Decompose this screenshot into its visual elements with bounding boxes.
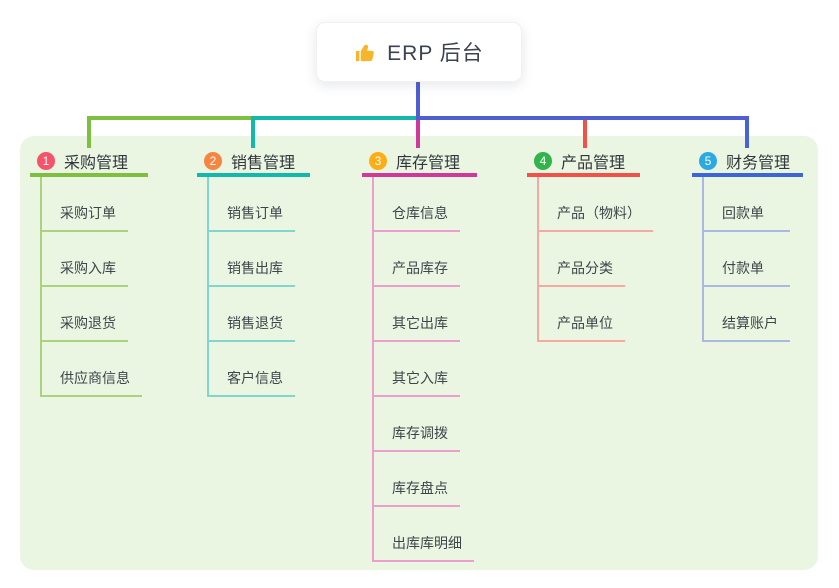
leaf-node[interactable]: 销售订单 bbox=[209, 177, 295, 232]
root-node[interactable]: ERP 后台 bbox=[316, 22, 522, 82]
leaf-node[interactable]: 产品（物料） bbox=[539, 177, 653, 232]
badge-2: 2 bbox=[204, 151, 222, 170]
branch-title-inventory[interactable]: 3 库存管理 bbox=[362, 148, 477, 177]
leaf-node[interactable]: 仓库信息 bbox=[374, 177, 460, 232]
leaf-node[interactable]: 回款单 bbox=[704, 177, 790, 232]
leaf-node[interactable]: 产品单位 bbox=[539, 287, 625, 342]
leaf-node[interactable]: 付款单 bbox=[704, 232, 790, 287]
branch-title-label: 财务管理 bbox=[726, 154, 791, 172]
branch-title-label: 销售管理 bbox=[231, 154, 296, 172]
leaf-node[interactable]: 产品库存 bbox=[374, 232, 460, 287]
leaf-node[interactable]: 供应商信息 bbox=[42, 342, 142, 397]
leaf-node[interactable]: 出库库明细 bbox=[374, 507, 474, 562]
branch-finance-children: 回款单 付款单 结算账户 bbox=[702, 177, 790, 342]
connector-drop-inventory bbox=[416, 120, 420, 148]
badge-3: 3 bbox=[369, 151, 387, 170]
root-title: ERP 后台 bbox=[387, 42, 484, 65]
leaf-node[interactable]: 结算账户 bbox=[704, 287, 790, 342]
branch-title-purchase[interactable]: 1 采购管理 bbox=[30, 148, 148, 177]
branch-title-label: 产品管理 bbox=[561, 154, 626, 172]
leaf-node[interactable]: 销售退货 bbox=[209, 287, 295, 342]
branch-purchase: 1 采购管理 采购订单 采购入库 采购退货 供应商信息 bbox=[30, 148, 148, 397]
leaf-node[interactable]: 采购退货 bbox=[42, 287, 128, 342]
connector-drop-product bbox=[583, 120, 587, 148]
branch-sales: 2 销售管理 销售订单 销售出库 销售退货 客户信息 bbox=[197, 148, 310, 397]
branch-purchase-children: 采购订单 采购入库 采购退货 供应商信息 bbox=[40, 177, 142, 397]
leaf-node[interactable]: 客户信息 bbox=[209, 342, 295, 397]
branch-inventory-children: 仓库信息 产品库存 其它出库 其它入库 库存调拨 库存盘点 出库库明细 bbox=[372, 177, 474, 562]
branch-title-product[interactable]: 4 产品管理 bbox=[527, 148, 640, 177]
leaf-node[interactable]: 其它出库 bbox=[374, 287, 460, 342]
branch-title-finance[interactable]: 5 财务管理 bbox=[692, 148, 803, 177]
leaf-node[interactable]: 其它入库 bbox=[374, 342, 460, 397]
badge-1: 1 bbox=[37, 151, 55, 170]
leaf-node[interactable]: 采购订单 bbox=[42, 177, 128, 232]
connector-bus-purchase bbox=[87, 116, 255, 120]
branch-product: 4 产品管理 产品（物料） 产品分类 产品单位 bbox=[527, 148, 653, 342]
connector-bus-finance bbox=[416, 116, 749, 120]
badge-4: 4 bbox=[534, 151, 552, 170]
branch-title-label: 库存管理 bbox=[396, 154, 461, 172]
connector-drop-finance bbox=[745, 120, 749, 148]
leaf-node[interactable]: 库存盘点 bbox=[374, 452, 460, 507]
branch-sales-children: 销售订单 销售出库 销售退货 客户信息 bbox=[207, 177, 295, 397]
connector-root-drop bbox=[416, 82, 420, 116]
branch-title-sales[interactable]: 2 销售管理 bbox=[197, 148, 310, 177]
badge-5: 5 bbox=[699, 151, 717, 170]
branch-finance: 5 财务管理 回款单 付款单 结算账户 bbox=[692, 148, 803, 342]
branch-product-children: 产品（物料） 产品分类 产品单位 bbox=[537, 177, 653, 342]
leaf-node[interactable]: 产品分类 bbox=[539, 232, 625, 287]
leaf-node[interactable]: 采购入库 bbox=[42, 232, 128, 287]
connector-drop-purchase bbox=[87, 120, 91, 148]
modules-panel bbox=[20, 136, 818, 570]
leaf-node[interactable]: 库存调拨 bbox=[374, 397, 460, 452]
connector-drop-sales bbox=[251, 120, 255, 148]
leaf-node[interactable]: 销售出库 bbox=[209, 232, 295, 287]
thumbs-up-icon bbox=[354, 41, 377, 64]
branch-inventory: 3 库存管理 仓库信息 产品库存 其它出库 其它入库 库存调拨 库存盘点 出库库… bbox=[362, 148, 477, 562]
branch-title-label: 采购管理 bbox=[64, 154, 129, 172]
connector-bus-sales bbox=[251, 116, 420, 120]
